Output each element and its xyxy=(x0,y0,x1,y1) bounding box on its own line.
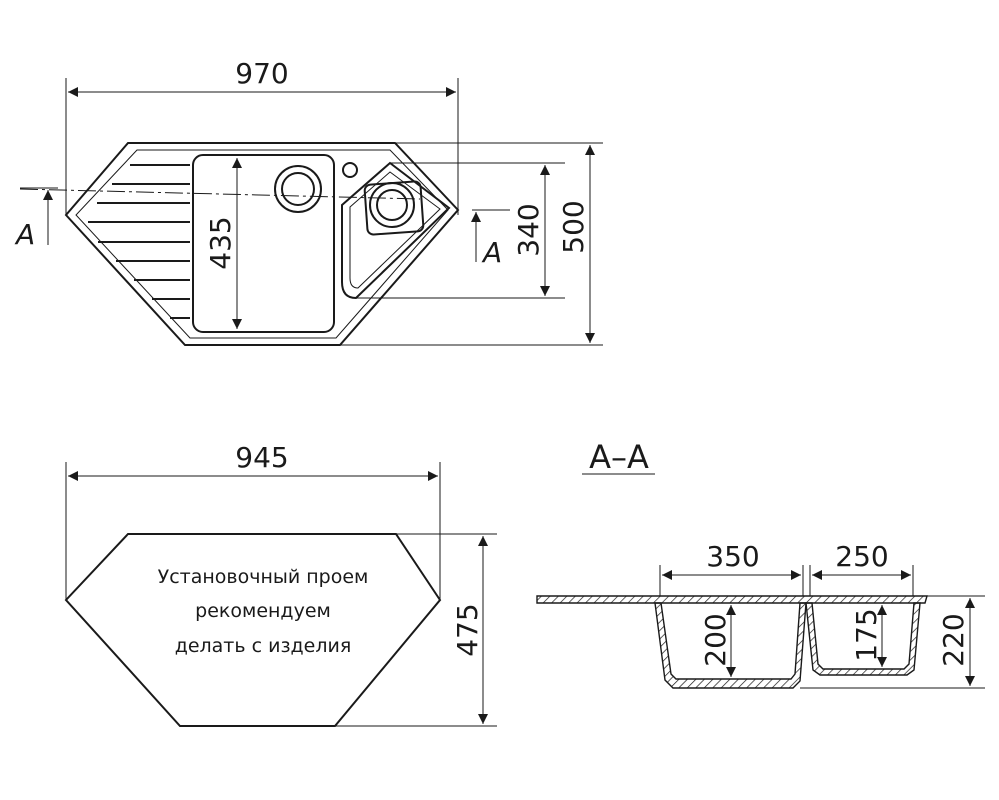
section-small-bowl xyxy=(805,602,921,676)
dim-bowl-435: 435 xyxy=(204,216,237,269)
dim-depth-475: 475 xyxy=(451,603,484,656)
section-view: А–А 350 250 200 175 220 xyxy=(536,438,985,689)
cutout-outline xyxy=(64,533,442,727)
dim-bowl-width-350: 350 xyxy=(706,540,759,573)
section-rim xyxy=(536,595,928,604)
cutout-view: 945 Установочный проем рекомендуем делат… xyxy=(64,441,497,727)
large-bowl xyxy=(192,154,335,333)
dim-depth-500: 500 xyxy=(557,200,590,253)
dim-width-970: 970 xyxy=(235,57,288,90)
cutout-note-line-1: Установочный проем xyxy=(158,566,369,588)
dim-bowl-depth-175: 175 xyxy=(850,608,883,661)
dim-total-depth-220: 220 xyxy=(937,613,970,666)
dim-bowl-width-250: 250 xyxy=(835,540,888,573)
dim-bowl-depth-200: 200 xyxy=(699,613,732,666)
section-mark-left: A xyxy=(14,218,35,251)
drainboard-ribs xyxy=(88,164,190,319)
small-bowl xyxy=(341,161,451,300)
section-line xyxy=(19,188,421,200)
section-title: А–А xyxy=(589,438,649,476)
dim-width-945: 945 xyxy=(235,441,288,474)
large-bowl-drain xyxy=(274,165,322,213)
cutout-note-line-2: рекомендуем xyxy=(195,600,331,622)
sink-inner-rim xyxy=(75,149,449,339)
dim-bowl-340: 340 xyxy=(512,203,545,256)
cutout-note-line-3: делать с изделия xyxy=(175,635,352,657)
section-mark-right: A xyxy=(481,236,502,269)
sink-outline xyxy=(64,142,460,346)
small-bowl-drain xyxy=(369,182,415,228)
section-large-bowl xyxy=(654,602,807,689)
top-view: 970 A xyxy=(14,57,603,346)
tap-hole xyxy=(342,162,358,178)
